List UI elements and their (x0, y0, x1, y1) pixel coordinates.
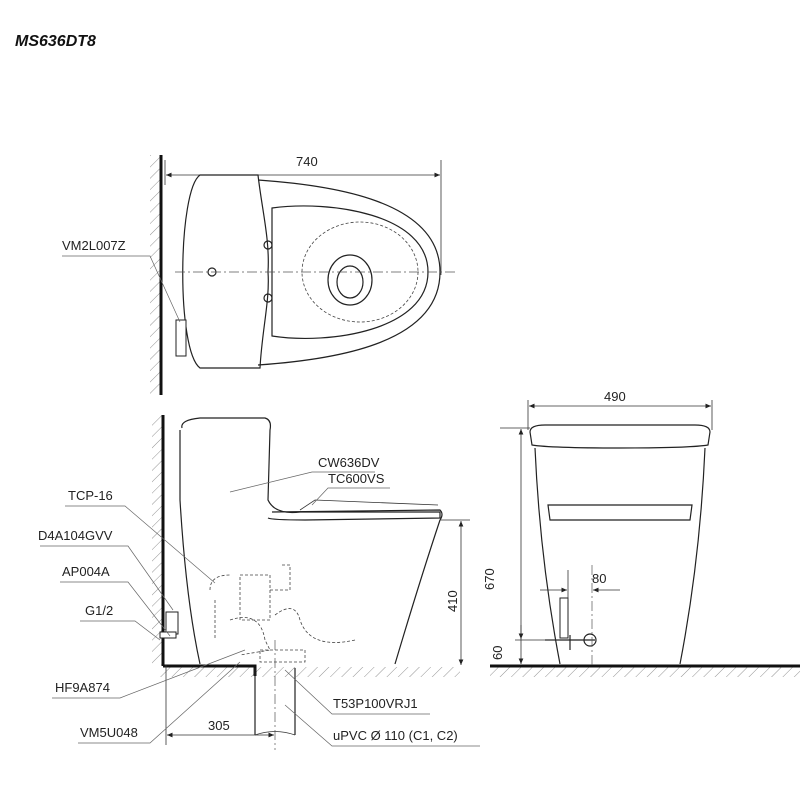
label-vm5u048: VM5U048 (80, 725, 138, 740)
toilet-body-outline (179, 417, 441, 665)
wall-hatch (150, 155, 160, 395)
label-upvc-pipe: uPVC Ø 110 (C1, C2) (333, 728, 458, 743)
front-width-dim: 490 (604, 389, 626, 404)
front-view: 490 670 80 60 (482, 389, 800, 677)
offset-dim: 80 (592, 571, 606, 586)
rough-in-dim: 305 (208, 718, 230, 733)
label-tc600vs: TC600VS (328, 471, 385, 486)
label-t53p100vrj1: T53P100VRJ1 (333, 696, 418, 711)
top-width-dim: 740 (296, 154, 318, 169)
side-view: 410 305 CW636DV TC600VS TCP-16 D4A104GVV… (38, 415, 480, 750)
label-tcp-16: TCP-16 (68, 488, 113, 503)
model-title: MS636DT8 (15, 33, 96, 50)
label-ap004a: AP004A (62, 564, 110, 579)
top-view: 740 VM2L007Z (62, 154, 458, 395)
inlet-height-dim: 60 (490, 646, 505, 660)
label-vm2l007z: VM2L007Z (62, 238, 126, 253)
front-height-dim: 670 (482, 568, 497, 590)
tank-outline (182, 174, 269, 369)
label-cw636dv: CW636DV (318, 455, 380, 470)
label-hf9a874: HF9A874 (55, 680, 110, 695)
bowl-outline (257, 179, 441, 366)
side-height-dim: 410 (445, 590, 460, 612)
label-d4a104gvv: D4A104GVV (38, 528, 113, 543)
label-g1-2: G1/2 (85, 603, 113, 618)
